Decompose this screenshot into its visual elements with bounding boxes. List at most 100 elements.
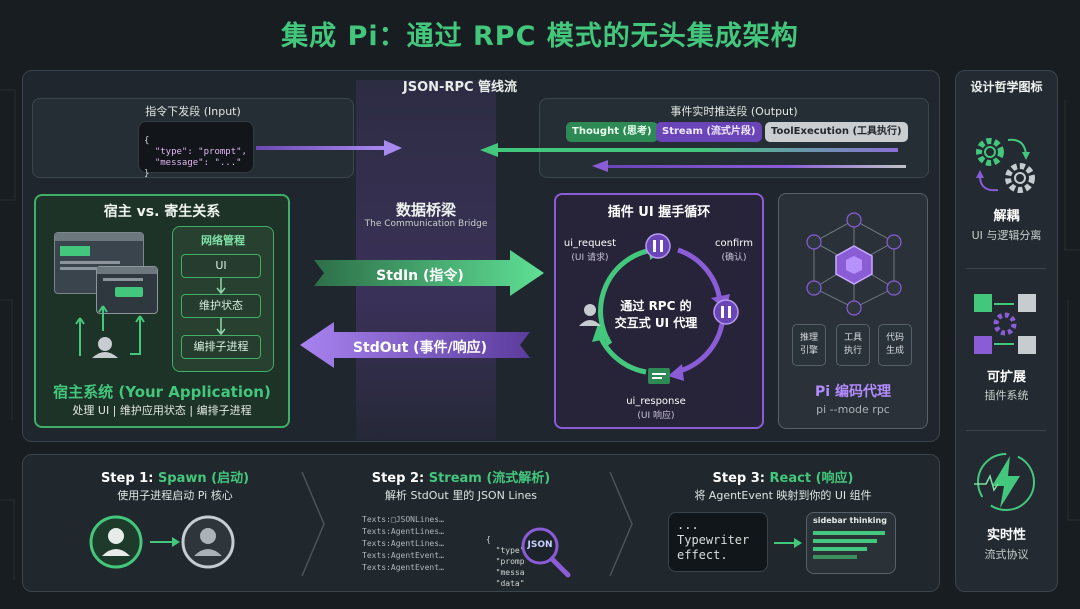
cell-text: 工具: [843, 333, 862, 343]
output-label: 事件实时推送段 (Output): [670, 105, 798, 118]
stdout-label: StdOut (事件/响应): [352, 340, 488, 356]
jsonline: Texts:AgentEvent…: [362, 563, 444, 572]
code-line: "message": "...": [144, 158, 242, 168]
code-gen-cell: 代码生成: [878, 324, 912, 366]
pi-name: Pi 编码代理: [815, 384, 891, 400]
tool-execution-cell: 工具执行: [836, 324, 870, 366]
ui-item: UI: [181, 254, 261, 278]
step-divider: [301, 471, 325, 577]
typewriter-line: effect.: [677, 548, 728, 562]
step1-desc: 使用子进程启动 Pi 核心: [117, 489, 233, 502]
cell-text: 推理: [799, 333, 818, 343]
step2-desc: 解析 StdOut 里的 JSON Lines: [385, 489, 537, 502]
jsonline: Texts:AgentEvent…: [362, 551, 444, 560]
confirm-label: confirm: [715, 238, 753, 249]
step3-title: Step 3: React (响应): [668, 467, 898, 486]
magnifier-icon: [521, 527, 571, 578]
typewriter-line: Typewriter: [677, 533, 750, 547]
json-line: {: [486, 535, 491, 544]
input-label: 指令下发段 (Input): [145, 105, 241, 118]
code-line: "type": "prompt",: [144, 147, 247, 157]
stream-chip: Stream (流式片段): [656, 122, 762, 142]
code-line: {: [144, 136, 150, 146]
step1-accent: Spawn (启动): [157, 471, 250, 486]
pi-core-network: [806, 212, 902, 316]
net-flow-arrows: [216, 278, 226, 336]
sidebar-preview: sidebar thinking: [806, 512, 896, 574]
orchestrate-item: 编排子进程: [181, 335, 261, 359]
stdin-arrow: [314, 250, 544, 296]
step1-head: Step 1:: [100, 471, 158, 486]
network-title: 网络管程: [201, 234, 245, 247]
steps-panel: [22, 454, 940, 592]
step2-title: Step 2: Stream (流式解析): [346, 467, 576, 486]
input-code: { "type": "prompt", "message": "..."}: [138, 121, 254, 179]
stdin-label: StdIn (指令): [376, 268, 464, 284]
extensible-name: 可扩展: [986, 370, 1026, 385]
divider: [966, 268, 1046, 269]
settings-window-icon: [96, 266, 158, 314]
thought-chip: Thought (思考): [566, 122, 658, 142]
handshake-title: 插件 UI 握手循环: [607, 205, 711, 220]
lightning-icon: [974, 453, 1035, 511]
decouple-name: 解耦: [993, 209, 1020, 224]
host-section-title: 宿主 vs. 寄生关系: [103, 204, 221, 220]
cell-text: 执行: [843, 346, 862, 356]
pi-cmd: pi --mode rpc: [816, 403, 890, 416]
divider: [966, 430, 1046, 431]
handshake-cycle: [579, 233, 739, 384]
maintain-state-item: 维护状态: [181, 294, 261, 318]
philosophy-title: 设计哲学图标: [970, 80, 1043, 94]
philosophy-panel: [955, 70, 1058, 592]
json-line: "data": [486, 579, 525, 588]
page-title: 集成 Pi：通过 RPC 模式的无头集成架构: [281, 21, 799, 52]
stdout-arrow: [300, 322, 530, 368]
jsonline: Texts:AgentLines…: [362, 539, 444, 548]
realtime-name: 实时性: [986, 528, 1026, 543]
json-badge: JSON: [527, 540, 553, 550]
jsonlines-list: Texts:□JSONLines… Texts:AgentLines… Texts:…: [362, 514, 480, 574]
puzzle-icon: [974, 294, 1036, 354]
bridge-title: 数据桥梁: [395, 201, 456, 219]
sidebar-label: sidebar thinking: [813, 516, 887, 525]
step3-arrow: [774, 538, 802, 548]
cell-text: 引擎: [799, 346, 818, 356]
json-snippet: { "type" "promp "messa "data": [486, 512, 532, 600]
cell-text: 代码: [885, 333, 904, 343]
gears-icon: [976, 138, 1035, 193]
bridge-subtitle: The Communication Bridge: [364, 219, 488, 229]
step3-desc: 将 AgentEvent 映射到你的 UI 组件: [694, 489, 872, 502]
realtime-desc: 流式协议: [984, 548, 1029, 561]
input-arrow: [256, 140, 402, 156]
ui-response-label: ui_response: [626, 396, 686, 407]
tool-execution-chip: ToolExecution (工具执行): [765, 122, 908, 142]
decouple-desc: UI 与逻辑分离: [971, 229, 1042, 242]
json-line: "type": [486, 546, 525, 555]
step-divider: [609, 471, 633, 577]
reasoning-engine-cell: 推理引擎: [792, 324, 826, 366]
host-name: 宿主系统 (Your Application): [53, 383, 271, 401]
step3-head: Step 3:: [712, 471, 770, 486]
pipeline-label: JSON-RPC 管线流: [402, 80, 518, 95]
step2-accent: Stream (流式解析): [428, 471, 551, 486]
step2-head: Step 2:: [371, 471, 429, 486]
code-line: }: [144, 169, 150, 179]
ui-request-sub: (UI 请求): [571, 253, 609, 263]
step3-accent: React (响应): [769, 471, 854, 486]
json-line: "promp: [486, 557, 525, 566]
confirm-sub: (确认): [721, 253, 747, 263]
output-arrows: [480, 143, 906, 172]
typewriter-line: ...: [677, 518, 699, 532]
step1-title: Step 1: Spawn (启动): [60, 467, 290, 486]
jsonline: Texts:□JSONLines…: [362, 515, 444, 524]
extensible-desc: 插件系统: [984, 389, 1029, 402]
spawn-illustration: [89, 515, 235, 569]
cell-text: 生成: [885, 346, 904, 356]
ui-request-label: ui_request: [563, 238, 617, 249]
ui-response-sub: (UI 响应): [637, 411, 675, 421]
host-desc: 处理 UI | 维护应用状态 | 编排子进程: [72, 404, 252, 417]
jsonline: Texts:AgentLines…: [362, 527, 444, 536]
user-icon: [75, 305, 145, 358]
